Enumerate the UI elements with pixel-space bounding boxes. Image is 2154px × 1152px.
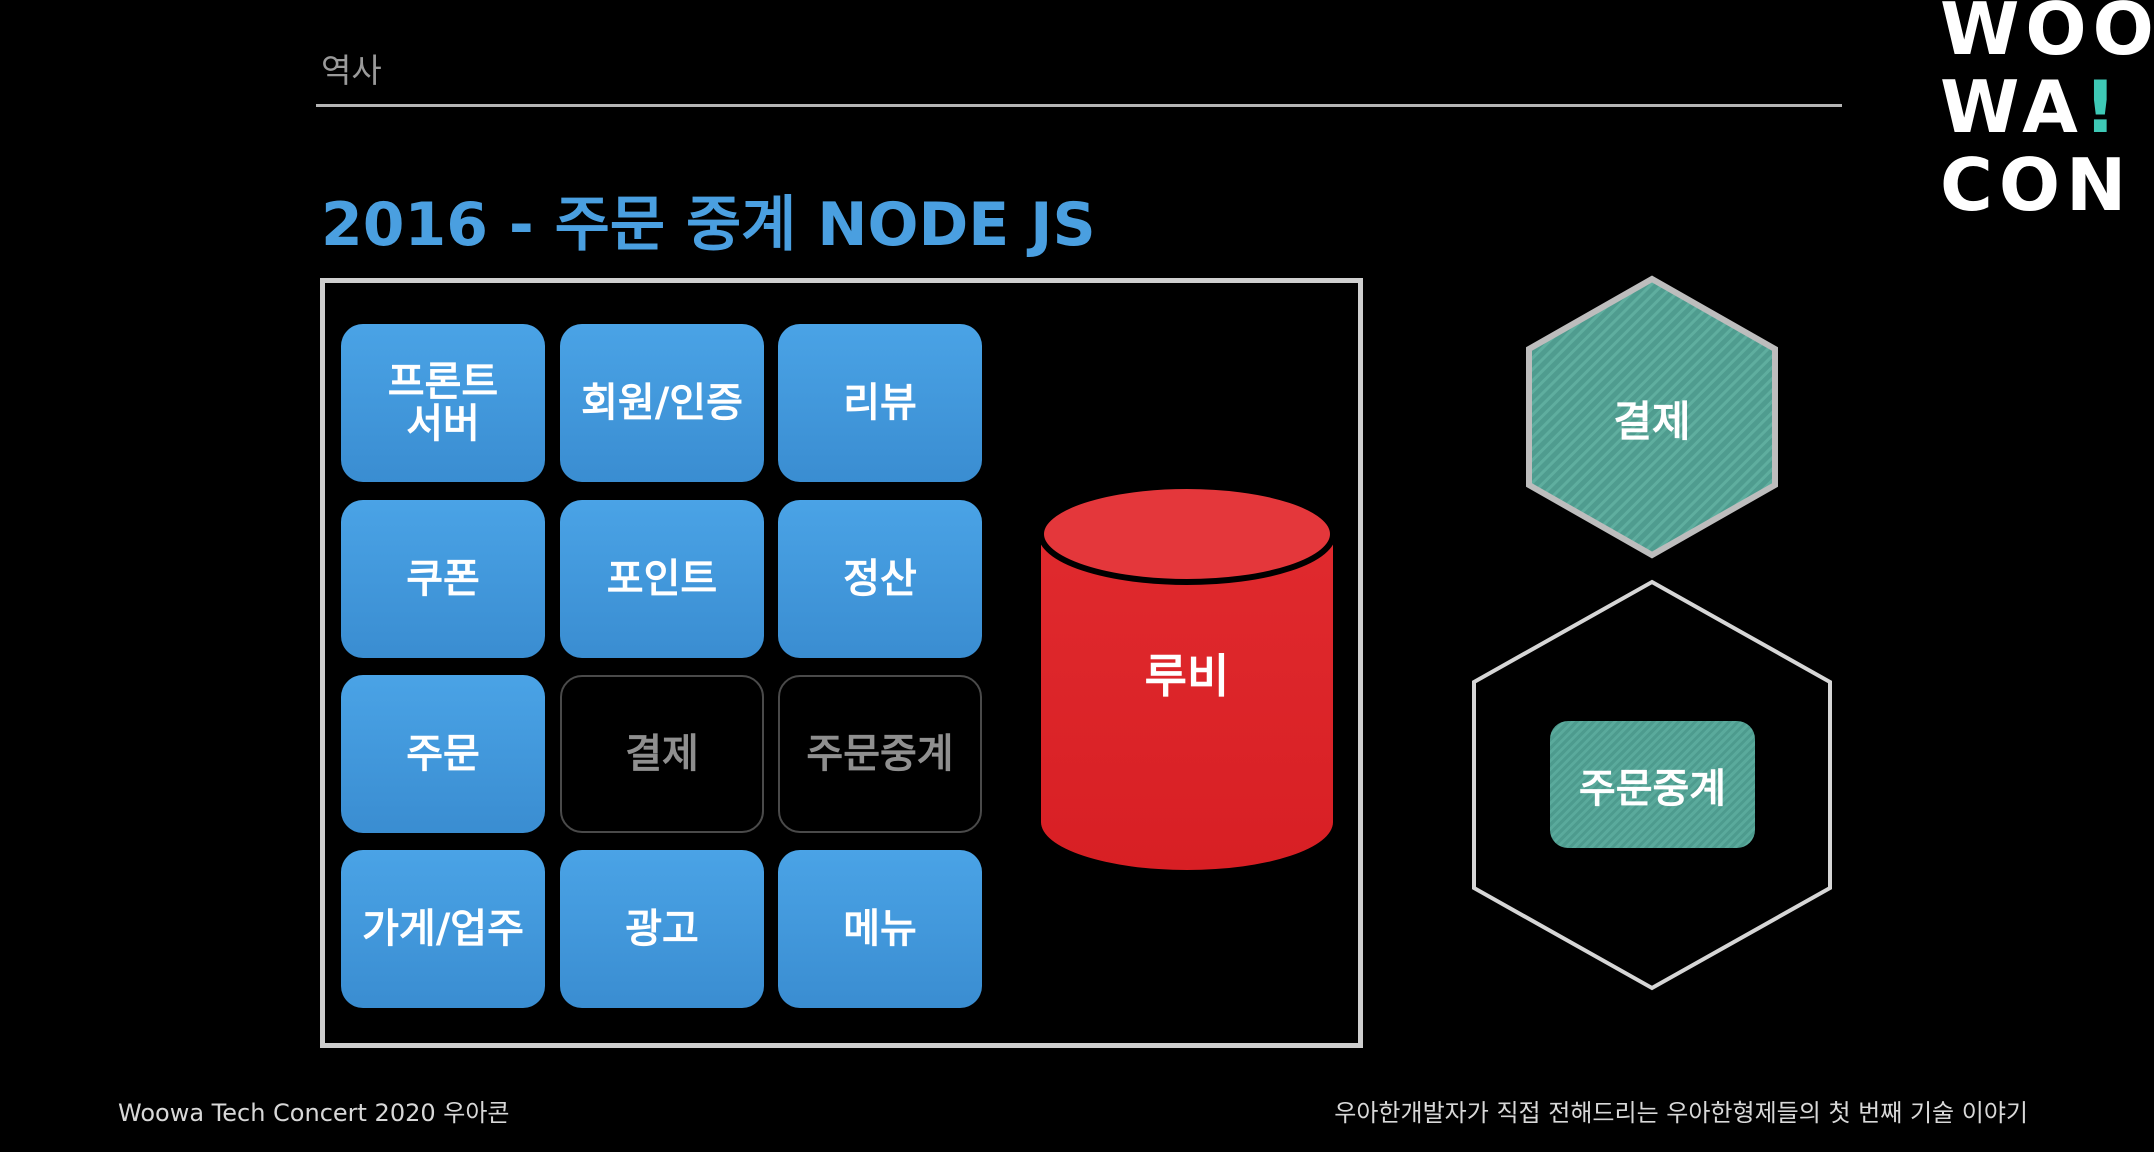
tile-menu: 메뉴: [778, 850, 982, 1008]
logo-line-2-text: WA: [1940, 65, 2084, 149]
logo-line-3: CON: [1940, 143, 2133, 227]
tile-label: 주문중계: [806, 731, 954, 777]
tile-order-relay-empty: 주문중계: [778, 675, 982, 833]
tile-label: 포인트: [606, 556, 718, 602]
tile-label: 주문: [406, 731, 480, 777]
ruby-monolith-box: [320, 278, 1363, 1048]
header-divider: [316, 104, 1842, 107]
section-label: 역사: [321, 51, 382, 90]
tile-label: 결제: [625, 731, 699, 777]
database-label: 루비: [1144, 649, 1230, 703]
tile-label: 가게/업주: [362, 906, 524, 952]
tile-label: 정산: [843, 556, 917, 602]
database-cylinder-icon: [1038, 483, 1336, 870]
footer-event-name: Woowa Tech Concert 2020 우아콘: [118, 1099, 510, 1127]
tile-order: 주문: [341, 675, 545, 833]
tile-label: 메뉴: [843, 906, 917, 952]
tile-front-server: 프론트 서버: [341, 324, 545, 482]
order-relay-hexagon-icon: [1472, 579, 1832, 991]
tile-member-auth: 회원/인증: [560, 324, 764, 482]
tile-store-owner: 가게/업주: [341, 850, 545, 1008]
tile-label: 광고: [625, 906, 699, 952]
logo-exclamation: !: [2083, 65, 2123, 149]
tile-payment-empty: 결제: [560, 675, 764, 833]
tile-label: 쿠폰: [406, 556, 480, 602]
tile-label: 프론트 서버: [387, 359, 499, 447]
tile-label: 리뷰: [843, 380, 917, 426]
tile-point: 포인트: [560, 500, 764, 658]
logo-line-1: WOO: [1940, 0, 2154, 71]
woowacon-logo: WOO WA! CON: [1940, 0, 2154, 224]
tile-ads: 광고: [560, 850, 764, 1008]
payment-label: 결제: [1613, 397, 1691, 446]
order-relay-service: 주문중계: [1550, 721, 1755, 848]
logo-line-2: WA!: [1940, 68, 2154, 146]
slide-title: 2016 - 주문 중계 NODE JS: [321, 190, 1096, 260]
payment-hexagon-icon: [1526, 275, 1778, 559]
tile-review: 리뷰: [778, 324, 982, 482]
tile-label: 회원/인증: [581, 380, 743, 426]
footer-tagline: 우아한개발자가 직접 전해드리는 우아한형제들의 첫 번째 기술 이야기: [1334, 1099, 2028, 1127]
tile-coupon: 쿠폰: [341, 500, 545, 658]
tile-settlement: 정산: [778, 500, 982, 658]
